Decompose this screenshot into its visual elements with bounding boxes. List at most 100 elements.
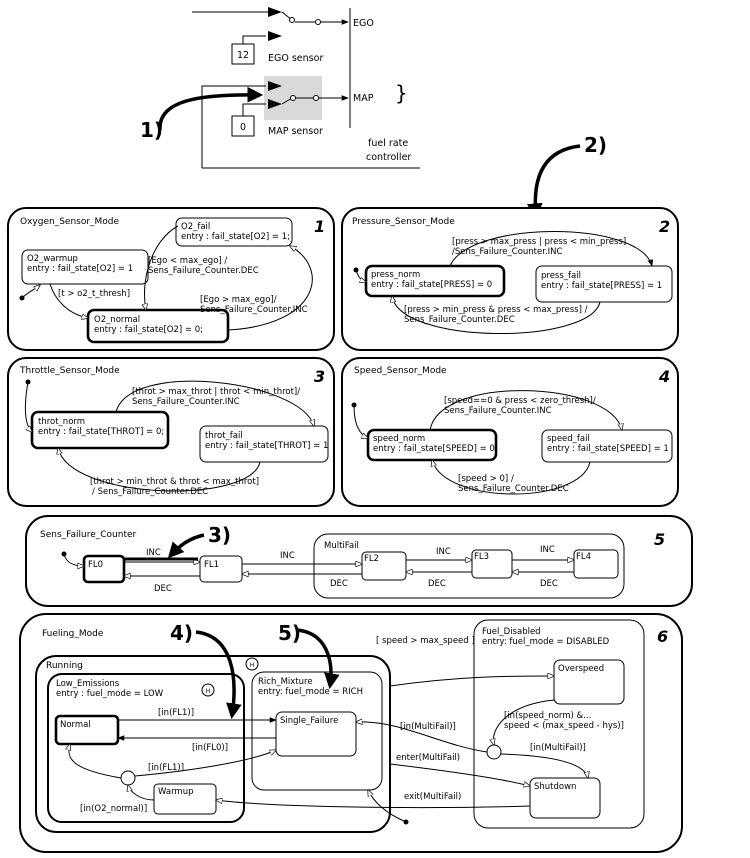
speed-sensor-panel: Speed_Sensor_Mode 4 speed_norm entry : f… [341, 357, 679, 507]
oxygen-title: Oxygen_Sensor_Mode [20, 217, 120, 227]
speed-fail-entry: entry : fail_state[SPEED] = 1 [547, 444, 669, 454]
o2-dec-label-1: [Ego < max_ego] / [148, 256, 227, 266]
infl1-label-b: [in(FL1)] [148, 763, 184, 773]
ego-constant-value: 12 [237, 50, 249, 61]
press-inc-label-1: [press > max_press | press < min_press] [452, 237, 626, 247]
map-switch-input1 [268, 81, 282, 91]
throt-norm-entry: entry : fail_state[THROT] = 0; [38, 427, 164, 437]
oxygen-sensor-panel: Oxygen_Sensor_Mode 1 O2_warmup entry : f… [7, 207, 335, 351]
inc-label-1-2: INC [280, 551, 295, 561]
speed-norm-entry: entry : fail_state[SPEED] = 0 [373, 444, 495, 454]
low-emissions-entry: entry : fuel_mode = LOW [56, 689, 164, 699]
ego-output-node [315, 19, 321, 25]
fl4-label: FL4 [576, 552, 591, 562]
o2-warmup-entry: entry : fail_state[O2] = 1 [27, 264, 133, 274]
o2-normal-entry: entry : fail_state[O2] = 0; [94, 325, 203, 335]
counter-number: 5 [654, 530, 665, 549]
fueling-title: Fueling_Mode [42, 629, 104, 639]
press-fail-state [535, 265, 673, 303]
fl2-label: FL2 [364, 554, 379, 564]
inc-label-0-1: INC [146, 548, 161, 558]
junction-left [120, 770, 136, 786]
throttle-sensor-panel: Throttle_Sensor_Mode 3 throt_norm entry … [7, 357, 335, 507]
throt-fail-entry: entry : fail_state[THROT] = 1 [205, 441, 328, 451]
simulink-block: EGO 12 EGO sensor MAP } 0 MAP sensor fue… [192, 7, 420, 169]
press-dec-label-1: [press > min_press & press < max_press] … [404, 305, 588, 315]
throt-norm-name: throt_norm [38, 417, 85, 427]
ego-switch-input1 [268, 7, 282, 17]
press-dec-label-2: Sens_Failure_Counter.DEC [404, 315, 515, 325]
exit-multifail-label: exit(MultiFail) [404, 792, 461, 802]
map-switch-input2 [268, 99, 282, 109]
speednorm-label-2: speed < (max_speed - hys)] [504, 721, 624, 731]
o2-inc-label-1: [Ego > max_ego]/ [200, 295, 277, 305]
speed-inc-label-1: [speed==0 & press < zero_thresh]/ [444, 396, 596, 406]
multifail-label: MultiFail [324, 541, 359, 551]
throt-fail-state [199, 425, 329, 463]
svg-text:4): 4) [170, 621, 193, 645]
o2-normal-state [86, 308, 230, 344]
callout-4: 4) [170, 621, 242, 720]
press-norm-entry: entry : fail_state[PRESS] = 0 [371, 280, 492, 290]
low-history [201, 683, 215, 697]
enter-multifail-label: enter(MultiFail) [396, 753, 460, 763]
map-output-node [313, 95, 319, 101]
svg-text:H: H [250, 662, 255, 669]
svg-text:2): 2) [584, 133, 607, 157]
fuel-disabled-entry: entry: fuel_mode = DISABLED [482, 637, 610, 647]
fuel-disabled-name: Fuel_Disabled [482, 627, 541, 637]
running-history [245, 657, 259, 671]
multifail-state [313, 533, 625, 599]
speednorm-label-1: [in(speed_norm) &... [504, 711, 591, 721]
throt-inc-label-2: Sens_Failure_Counter.INC [132, 397, 240, 407]
failure-counter-panel: Sens_Failure_Counter 5 MultiFail FL0 FL1… [25, 515, 693, 607]
o2-fail-state [175, 217, 293, 247]
infl0-label: [in(FL0)] [192, 743, 228, 753]
low-emissions-name: Low_Emissions [56, 679, 120, 689]
ego-sensor-label: EGO sensor [268, 53, 323, 64]
ego-switch-node [289, 17, 295, 23]
normal-state [54, 714, 120, 746]
press-fail-entry: entry : fail_state[PRESS] = 1 [541, 281, 662, 291]
single-failure-state [275, 711, 357, 757]
oxygen-number: 1 [314, 217, 325, 236]
brace-symbol: } [395, 81, 408, 105]
fl3-state [471, 549, 513, 579]
pressure-sensor-panel: Pressure_Sensor_Mode 2 press_norm entry … [341, 207, 679, 351]
throt-dec-label-1: [throt > min_throt & throt < max_throt] [90, 477, 259, 487]
dec-label-3-2: DEC [428, 579, 446, 589]
shutdown-label: Shutdown [534, 782, 576, 792]
map-input-wire [201, 85, 266, 168]
callout-5: 5) [278, 621, 340, 690]
inc-label-2-3: INC [436, 547, 451, 557]
callout-1: 1) [140, 86, 264, 142]
infl1-label-a: [in(FL1)] [158, 708, 194, 718]
speed-fail-state [541, 429, 673, 463]
speed-number: 4 [658, 367, 670, 386]
ego-port-label: EGO [353, 18, 374, 29]
throttle-number: 3 [314, 367, 325, 386]
callout-2: 2) [526, 133, 607, 220]
fl3-label: FL3 [474, 552, 489, 562]
svg-text:3): 3) [208, 523, 231, 547]
ino2-label: [in(O2_normal)] [80, 804, 147, 814]
fl4-state [573, 549, 619, 579]
map-constant-value: 0 [240, 122, 246, 133]
o2-fail-name: O2_fail [181, 222, 210, 232]
ego-switch-input2 [268, 31, 282, 41]
speed-dec-label-1: [speed > 0] / [458, 474, 514, 484]
svg-text:5): 5) [278, 621, 301, 645]
fl1-state [199, 555, 243, 583]
throttle-title: Throttle_Sensor_Mode [19, 366, 120, 376]
rich-mixture-name: Rich_Mixture [258, 677, 313, 687]
speed-fail-name: speed_fail [547, 434, 590, 444]
speed-dec-label-2: Sens_Failure_Counter.DEC [458, 484, 569, 494]
controller-label-2: controller [366, 152, 411, 163]
dec-label-1-0: DEC [154, 584, 172, 594]
pressure-number: 2 [659, 217, 670, 236]
speed-inc-label-2: Sens_Failure_Counter.INC [444, 406, 552, 416]
fueling-mode-panel: Fueling_Mode 6 Running H Low_Emissions e… [19, 613, 683, 853]
o2-fail-entry: entry : fail_state[O2] = 1; [181, 232, 290, 242]
inc-label-3-4: INC [540, 545, 555, 555]
press-norm-name: press_norm [371, 270, 420, 280]
